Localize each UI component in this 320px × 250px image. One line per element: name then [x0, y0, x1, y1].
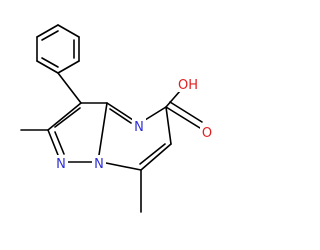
- atom-label-n1-group: N: [54, 155, 68, 172]
- atom-label-n7a-bg: [92, 155, 106, 171]
- n1-c2-bond: [47, 129, 59, 156]
- phenyl-bond-1: [36, 24, 59, 38]
- atom-label-n4-group: N: [132, 118, 146, 135]
- c3a-n4-bond: [106, 102, 134, 121]
- bond-layer: [20, 24, 203, 213]
- c5-c6-bond: [165, 106, 172, 145]
- c3a-n7a-bond: [98, 102, 108, 156]
- atom-label-n1-bg: [54, 155, 68, 171]
- c-o-bond-1: [165, 106, 201, 129]
- atom-label-carbonyl-oxygen: O: [202, 126, 212, 141]
- phenyl-inner-3: [41, 57, 59, 68]
- phenyl-inner-1: [41, 30, 59, 41]
- c2-c3-bond: [47, 102, 82, 131]
- phenyl-bond-4: [57, 60, 80, 74]
- c-o-bond-2: [169, 101, 203, 123]
- c3a-n4-inner: [109, 108, 132, 124]
- atom-label-oh-group: OH: [176, 76, 200, 93]
- atom-label-n4: N: [134, 120, 144, 135]
- chemical-structure: N N N OH O: [20, 24, 214, 213]
- c6-c7-inner: [139, 143, 166, 165]
- atom-label-o-bg: [200, 124, 214, 140]
- atom-label-oh-bg: [176, 76, 200, 92]
- n4-c5-bond: [144, 106, 167, 121]
- phenyl-bond-5: [36, 60, 59, 74]
- atom-label-n1: N: [56, 157, 66, 172]
- atom-label-o-group: O: [200, 124, 214, 141]
- phenyl-c3-bond: [57, 72, 82, 104]
- c2-c3-inner: [54, 107, 81, 128]
- phenyl-bond-2: [57, 24, 80, 38]
- atom-label-n7a-group: N: [92, 155, 106, 172]
- c7-n7a-bond: [105, 162, 142, 171]
- c6-c7-bond: [140, 143, 172, 171]
- atom-label-hydroxyl: OH: [178, 78, 198, 93]
- n1-c2-inner: [54, 131, 65, 155]
- atom-label-n4-bg: [132, 118, 146, 134]
- atom-label-n7a: N: [94, 157, 104, 172]
- c5-cooh-bond: [165, 90, 181, 108]
